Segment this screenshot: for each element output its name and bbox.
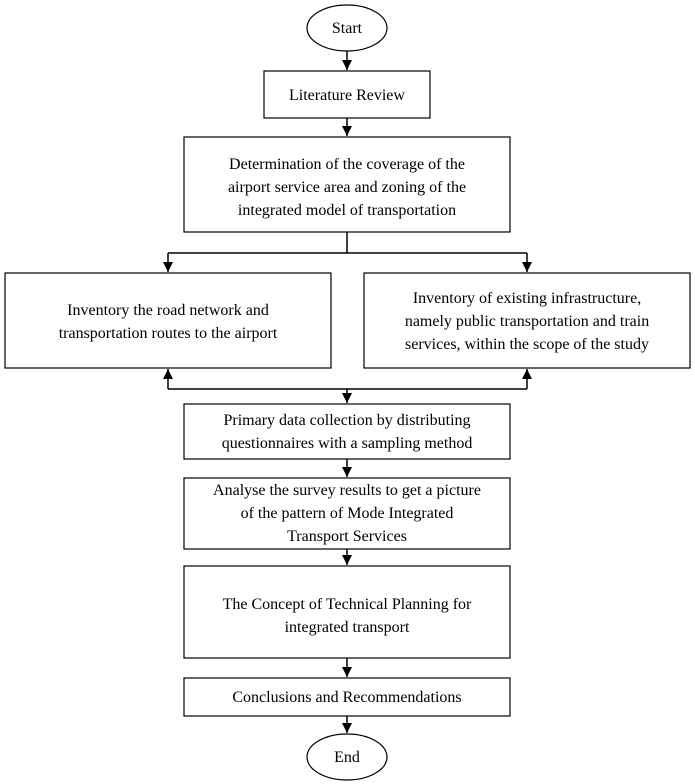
analyse-line-3: Transport Services xyxy=(287,528,407,545)
infra-inventory-line-1: Inventory of existing infrastructure, xyxy=(413,290,641,307)
infra-inventory-box xyxy=(363,272,691,369)
end-oval xyxy=(306,733,388,781)
analyse-line-2: of the pattern of Mode Integrated xyxy=(241,505,454,522)
infra-inventory-line-2: namely public transportation and train xyxy=(405,313,649,330)
concept-line-1: The Concept of Technical Planning for xyxy=(223,596,472,613)
primary-data-line-2: questionnaires with a sampling method xyxy=(222,435,473,452)
concept-line-2: integrated transport xyxy=(285,619,410,636)
infra-inventory-line-3: services, within the scope of the study xyxy=(405,336,649,353)
coverage-line-2: airport service area and zoning of the xyxy=(228,179,466,196)
road-inventory-line-2: transportation routes to the airport xyxy=(59,325,278,342)
road-inventory-line-1: Inventory the road network and xyxy=(67,302,269,319)
primary-data-line-1: Primary data collection by distributing xyxy=(223,412,470,429)
coverage-line-3: integrated model of transportation xyxy=(238,202,456,219)
coverage-line-1: Determination of the coverage of the xyxy=(229,156,465,173)
start-label: Start xyxy=(332,20,363,37)
literature-review-label: Literature Review xyxy=(289,87,405,104)
conclusions-label: Conclusions and Recommendations xyxy=(232,689,461,706)
analyse-line-1: Analyse the survey results to get a pict… xyxy=(213,482,481,499)
literature-review-box xyxy=(263,70,431,119)
coverage-box xyxy=(183,136,511,233)
end-label: End xyxy=(334,749,360,766)
conclusions-box xyxy=(183,677,511,717)
road-inventory-box xyxy=(4,272,332,369)
